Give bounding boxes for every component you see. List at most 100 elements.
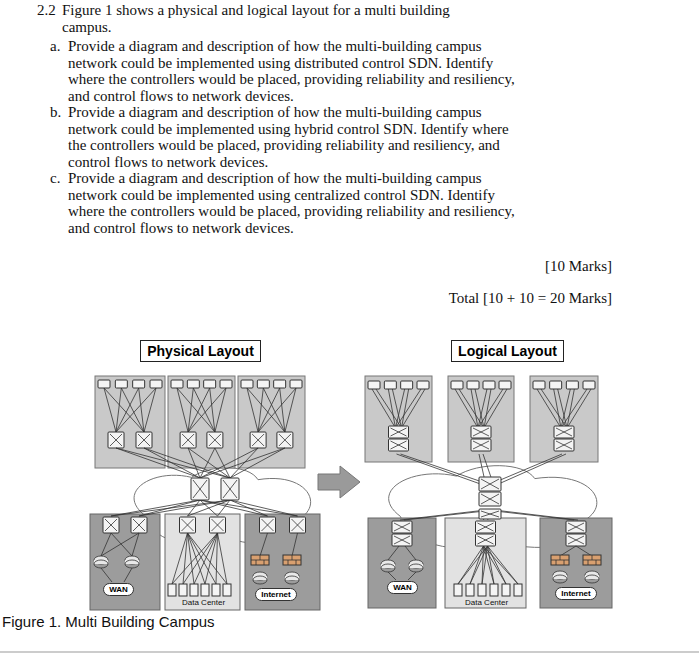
switch-icon [191,478,209,500]
switch-mark [394,536,410,544]
access-uplink [455,389,478,428]
question-text: Total [10 + 10 = 20 Marks] [449,290,612,307]
link-line [388,546,399,560]
switch-mark [556,441,572,449]
access-uplink [121,388,144,432]
switch-icon [479,492,501,506]
building-box [245,514,320,610]
switch-icon [566,521,586,533]
switch-mark [478,536,494,544]
core-downlink [139,500,200,516]
switch-icon [554,439,574,451]
router-body [381,564,395,568]
node-text: WAN [393,583,412,592]
switch-mark [391,428,407,436]
router-base [409,564,423,572]
core-uplink [494,454,566,486]
access-uplink [459,389,484,428]
access-switch [98,380,110,388]
router-body [409,564,423,568]
access-uplink [258,388,263,432]
switch-mark [105,519,117,531]
panel-title: Logical Layout [451,340,564,362]
question-text: Provide a diagram and description of how… [68,104,520,170]
access-switch [241,380,253,388]
server-icon [454,584,462,596]
access-uplink [263,388,285,432]
building-box [368,518,436,608]
access-switch [257,380,269,388]
switch-mark [193,480,207,498]
server-link [172,533,188,584]
access-uplink [188,388,210,432]
building-box [95,376,165,468]
switch-icon [479,477,501,491]
switch-icon [476,521,496,533]
router-base [285,576,299,584]
access-switch [483,381,495,389]
switch-mark [481,511,499,517]
access-switch [204,380,216,388]
server-link [458,546,484,584]
building-box [448,376,514,462]
access-uplink [478,389,503,428]
access-uplink [561,389,570,428]
switch-icon [290,517,306,533]
access-uplink [116,388,121,432]
core-downlink [111,500,230,516]
switch-mark [110,434,122,446]
access-uplink [484,389,507,428]
switch-icon [136,432,152,448]
server-link [216,533,218,584]
core-uplink [144,448,230,478]
access-switch [550,381,562,389]
router-base [253,576,267,584]
core-uplink [397,454,487,486]
switch-mark [481,494,499,504]
server-link [488,546,519,584]
router-base [125,560,139,568]
core-downlink [494,510,578,520]
server-link [183,533,188,584]
switch-mark [478,536,494,544]
building-label: Data Center [465,598,508,607]
access-uplink [188,388,226,432]
core-uplink [200,448,285,478]
firewall-brick [596,560,597,565]
access-uplink [554,389,561,428]
figure-caption: Figure 1. Multi Building Campus [2,613,215,630]
server-link [470,546,484,584]
link-line [260,533,268,556]
access-uplink [210,388,215,432]
switch-icon [277,432,293,448]
switch-mark [394,536,410,544]
firewall-icon [551,555,569,565]
node-text: Internet [261,590,290,599]
switch-mark [568,523,584,531]
access-uplink [471,389,478,428]
access-uplink [541,389,567,428]
switch-mark [556,428,572,436]
switch-mark [481,494,499,504]
link-line [101,568,112,582]
server-link [484,546,519,584]
access-uplink [247,388,285,432]
switch-icon [389,426,409,438]
access-uplink [537,389,561,428]
switch-icon [221,478,239,500]
access-uplink [104,388,144,432]
server-icon [466,584,474,596]
server-link [188,533,217,584]
server-link [188,533,206,584]
building-box [365,376,432,462]
switch-mark [182,434,194,446]
access-uplink [258,388,280,432]
question-number: 2.2 [37,2,56,19]
node-text: Physical Layout [147,343,254,359]
server-icon [212,584,220,596]
firewall-brick [256,560,257,565]
switch-mark [279,434,291,446]
server-icon [502,584,510,596]
server-link [183,533,218,584]
switch-icon [250,432,266,448]
